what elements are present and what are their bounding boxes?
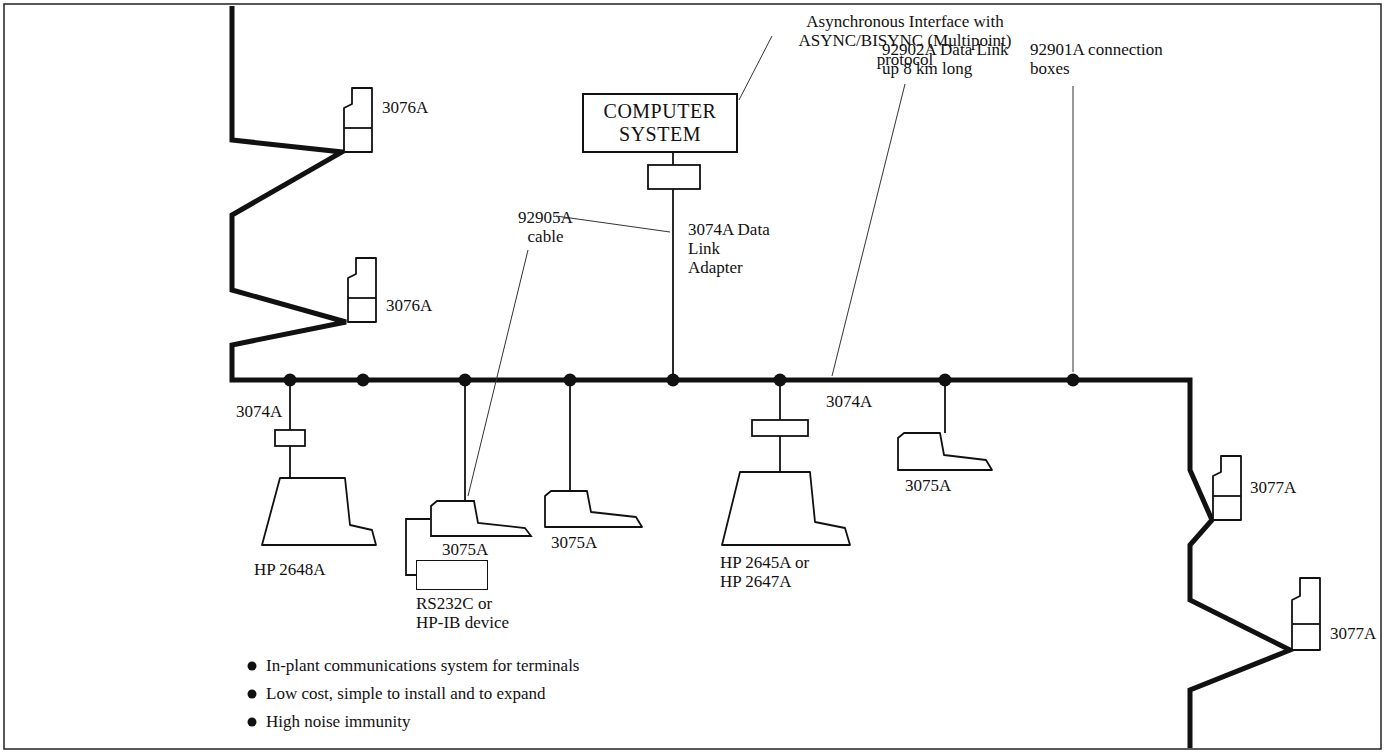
part-number: 3077A (1330, 624, 1376, 643)
part-number: 3077A (1250, 478, 1296, 497)
data-link-cable (232, 6, 1290, 748)
node-text: 3075A (430, 540, 534, 559)
part-number: 3076A (382, 98, 428, 117)
drop-cables (290, 145, 945, 500)
terminal: 3075A (430, 500, 534, 559)
device-box (416, 560, 488, 590)
bullet-text: Low cost, simple to install and to expan… (266, 684, 546, 703)
callout: 92905A cable (508, 208, 583, 246)
bullet-text: High noise immunity (266, 712, 411, 731)
callout: 92901A connection boxes (1030, 40, 1166, 78)
connection-box (284, 374, 1080, 387)
device: RS232C or HP-IB device (416, 560, 526, 632)
callout: 92902A Data Link up 8 km long (882, 40, 1022, 78)
node-text: COMPUTER SYSTEM (590, 100, 730, 146)
terminal-icon (430, 500, 534, 538)
leader-lines (468, 36, 1073, 496)
adapter-boxes (275, 165, 808, 446)
part-number: HP 2645A or HP 2647A (720, 553, 820, 591)
callout: 3074A Data Link Adapter (688, 220, 778, 277)
frame (4, 4, 1381, 749)
part-number: 3076A (386, 296, 432, 315)
terminal-outline (431, 501, 531, 536)
part-number: 3074A (826, 392, 872, 411)
part-number: 3074A (236, 402, 282, 421)
part-number: 3075A (551, 533, 597, 552)
part-number: 3075A (905, 476, 951, 495)
bullets (248, 662, 257, 727)
terminal-icons (262, 88, 1320, 650)
bullet-text: In-plant communications system for termi… (266, 656, 580, 675)
part-number: HP 2648A (254, 560, 326, 579)
node-text: RS232C or HP-IB device (416, 594, 516, 632)
computer-box: COMPUTER SYSTEM (582, 93, 738, 153)
